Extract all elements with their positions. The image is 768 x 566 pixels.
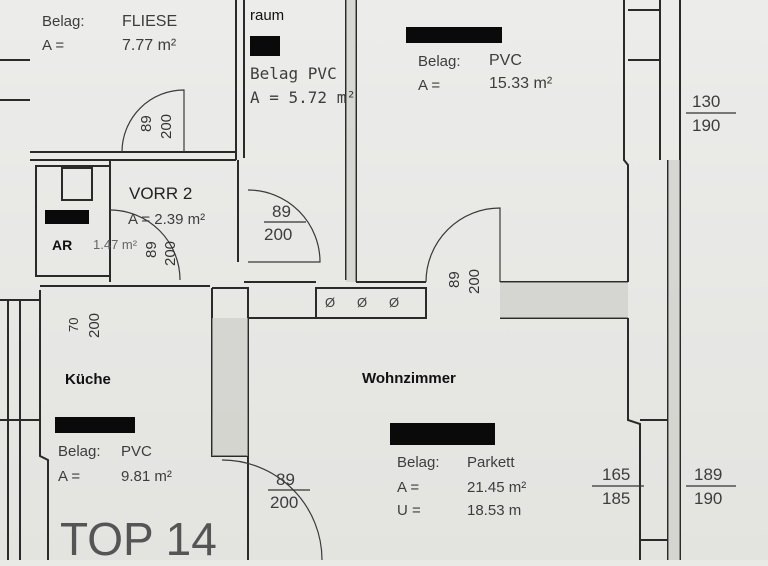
wohn-name-redaction (390, 423, 495, 445)
wall-wohn-right (627, 318, 641, 560)
abstell-title: raum (250, 7, 285, 24)
door-swing-wohn (425, 207, 501, 283)
wohn-belag-label: Belag: (397, 454, 440, 471)
door-swing-vorraum (109, 209, 181, 281)
door-swing-kueche (221, 459, 323, 560)
vent-symbol-3: Ø (389, 295, 400, 310)
unit-label: TOP 14 (60, 513, 217, 565)
wall-fill-kueche (212, 318, 248, 456)
ar-name-redaction (45, 210, 89, 224)
kueche-name: Küche (65, 371, 111, 388)
ar-name: AR (52, 237, 73, 253)
abstell-door-width: 89 (272, 202, 291, 221)
vent-symbol-1: Ø (325, 295, 336, 310)
bad-door-width: 89 (138, 115, 155, 132)
bad-door-height: 200 (158, 113, 175, 139)
ar-area: 1.47 m² (93, 237, 138, 252)
window-right-frame (628, 9, 668, 541)
wohn-name: Wohnzimmer (362, 370, 456, 387)
window-left-frame (0, 59, 40, 421)
kueche-belag-value: PVC (121, 443, 152, 460)
wall-band-bottom-2 (212, 287, 249, 318)
vent-symbol-2: Ø (357, 295, 368, 310)
schlaf-name-redaction (406, 27, 502, 43)
wohn-area-label: A = (397, 479, 420, 496)
kueche-belag-label: Belag: (58, 443, 101, 460)
wohn-window-2-width: 189 (694, 465, 723, 484)
abstell-name-redaction (250, 36, 280, 56)
bad-belag-value: FLIESE (122, 13, 178, 30)
vorraum-door-width: 89 (143, 241, 160, 258)
schlaf-belag-label: Belag: (418, 53, 461, 70)
ar-door-height: 200 (86, 312, 103, 338)
wohn-door-height: 200 (466, 268, 483, 294)
kueche-door-width: 89 (276, 470, 295, 489)
abstell-area: A = 5.72 m² (250, 88, 356, 107)
door-swing-bad (121, 89, 185, 153)
schlaf-belag-value: PVC (489, 52, 522, 69)
kueche-door-height: 200 (270, 493, 299, 512)
door-swing-abstell (247, 189, 321, 263)
kueche-area-value: 9.81 m² (121, 468, 172, 485)
wohn-window-1-height: 185 (602, 489, 631, 508)
wohn-door-width: 89 (446, 271, 463, 288)
kueche-name-redaction (55, 417, 135, 433)
abstell-belag: Belag PVC (250, 64, 337, 83)
bad-area-label: A = (42, 37, 65, 54)
wohn-area-value: 21.45 m² (467, 479, 527, 496)
ar-door-width: 70 (66, 317, 81, 332)
bad-area-value: 7.77 m² (122, 37, 177, 54)
vorraum-door-height: 200 (162, 240, 179, 266)
kueche-area-label: A = (58, 468, 81, 485)
wall-fill-band (500, 282, 628, 318)
abstell-door-height: 200 (264, 225, 293, 244)
wall-ar-box (35, 165, 111, 277)
vorraum-area: A = 2.39 m² (128, 211, 206, 228)
wohn-perimeter-value: 18.53 m (467, 502, 522, 519)
wohn-window-2-height: 190 (694, 489, 723, 508)
wall-fill-abstell (346, 0, 356, 282)
bad-belag-label: Belag: (42, 13, 85, 30)
vorraum-name: VORR 2 (129, 184, 193, 203)
wall-kueche-left (39, 290, 49, 560)
schlaf-area-label: A = (418, 77, 441, 94)
schlaf-area-value: 15.33 m² (489, 75, 553, 92)
wall-schlaf-right (623, 0, 629, 282)
wohn-window-1-width: 165 (602, 465, 631, 484)
schlaf-window-width: 130 (692, 92, 721, 111)
vent-box (315, 287, 427, 319)
wohn-belag-value: Parkett (467, 454, 515, 471)
schlaf-window-height: 190 (692, 116, 721, 135)
wall-fill-right (668, 160, 680, 560)
wohn-perimeter-label: U = (397, 502, 421, 519)
wall-ar-inner (61, 167, 93, 201)
